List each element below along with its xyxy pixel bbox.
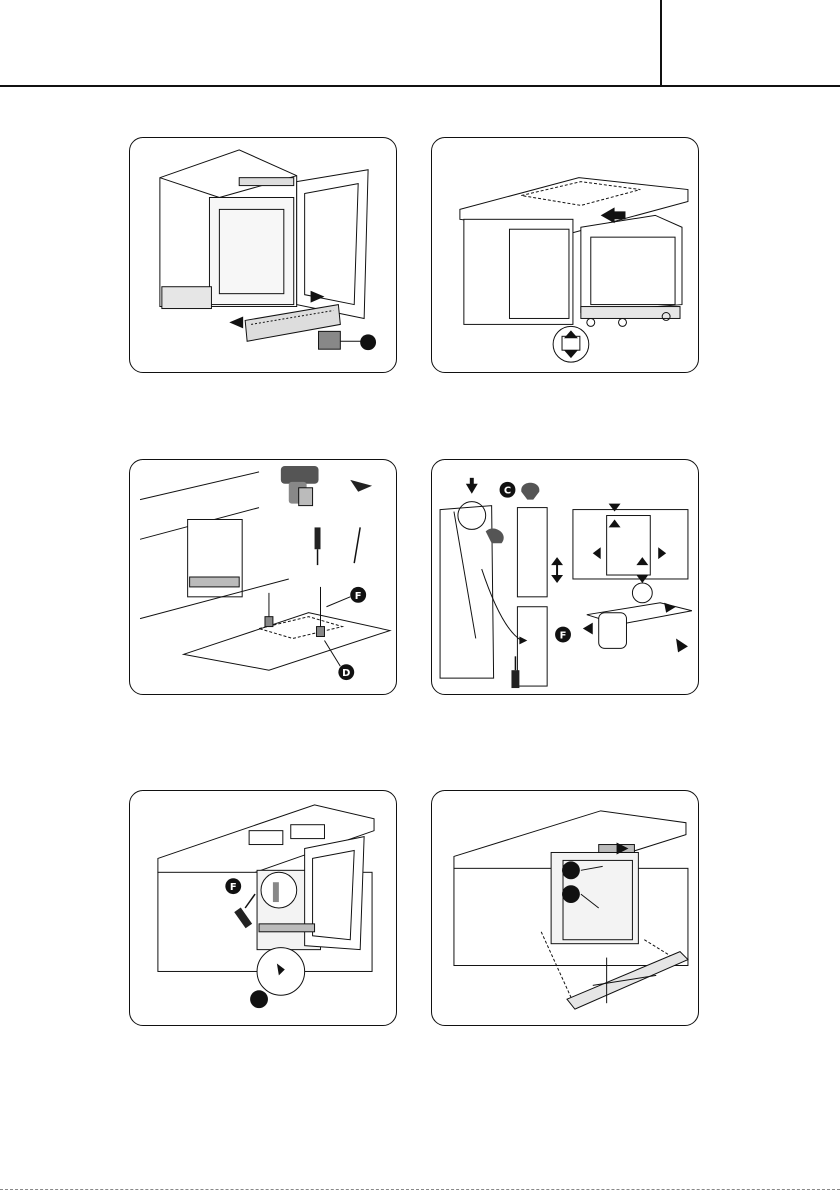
door-adjustment-illustration: C F	[432, 460, 698, 694]
callout-marker-a	[562, 861, 580, 879]
arrow-icon	[229, 316, 243, 328]
instruction-panel-2	[431, 137, 699, 373]
header-rule	[0, 85, 840, 87]
drill-icon	[281, 466, 319, 506]
instruction-panel-4: C F	[431, 459, 699, 695]
instruction-panel-3: F D	[129, 459, 397, 695]
callout-marker	[360, 334, 376, 350]
screwdriver-icon	[315, 527, 321, 565]
instruction-panel-6	[431, 790, 699, 1026]
callout-c: C	[504, 486, 511, 497]
callout-d: D	[342, 668, 350, 679]
header-divider	[660, 0, 662, 86]
appliance-plinth-removal-illustration	[130, 138, 396, 372]
appliance-fixing-illustration: F	[130, 791, 396, 1025]
fixing-bracket-illustration: F D	[130, 460, 396, 694]
callout-f-3: F	[230, 882, 237, 893]
callout-f-2: F	[560, 630, 567, 641]
instruction-panel-1	[129, 137, 397, 373]
appliance-insertion-illustration	[432, 138, 698, 372]
instruction-panel-5: F	[129, 790, 397, 1026]
callout-f: F	[355, 591, 362, 602]
plinth-installation-illustration	[432, 791, 698, 1025]
callout-marker-bottom	[250, 990, 268, 1008]
callout-marker-b	[562, 885, 580, 903]
page-footer-rule	[0, 1189, 840, 1190]
